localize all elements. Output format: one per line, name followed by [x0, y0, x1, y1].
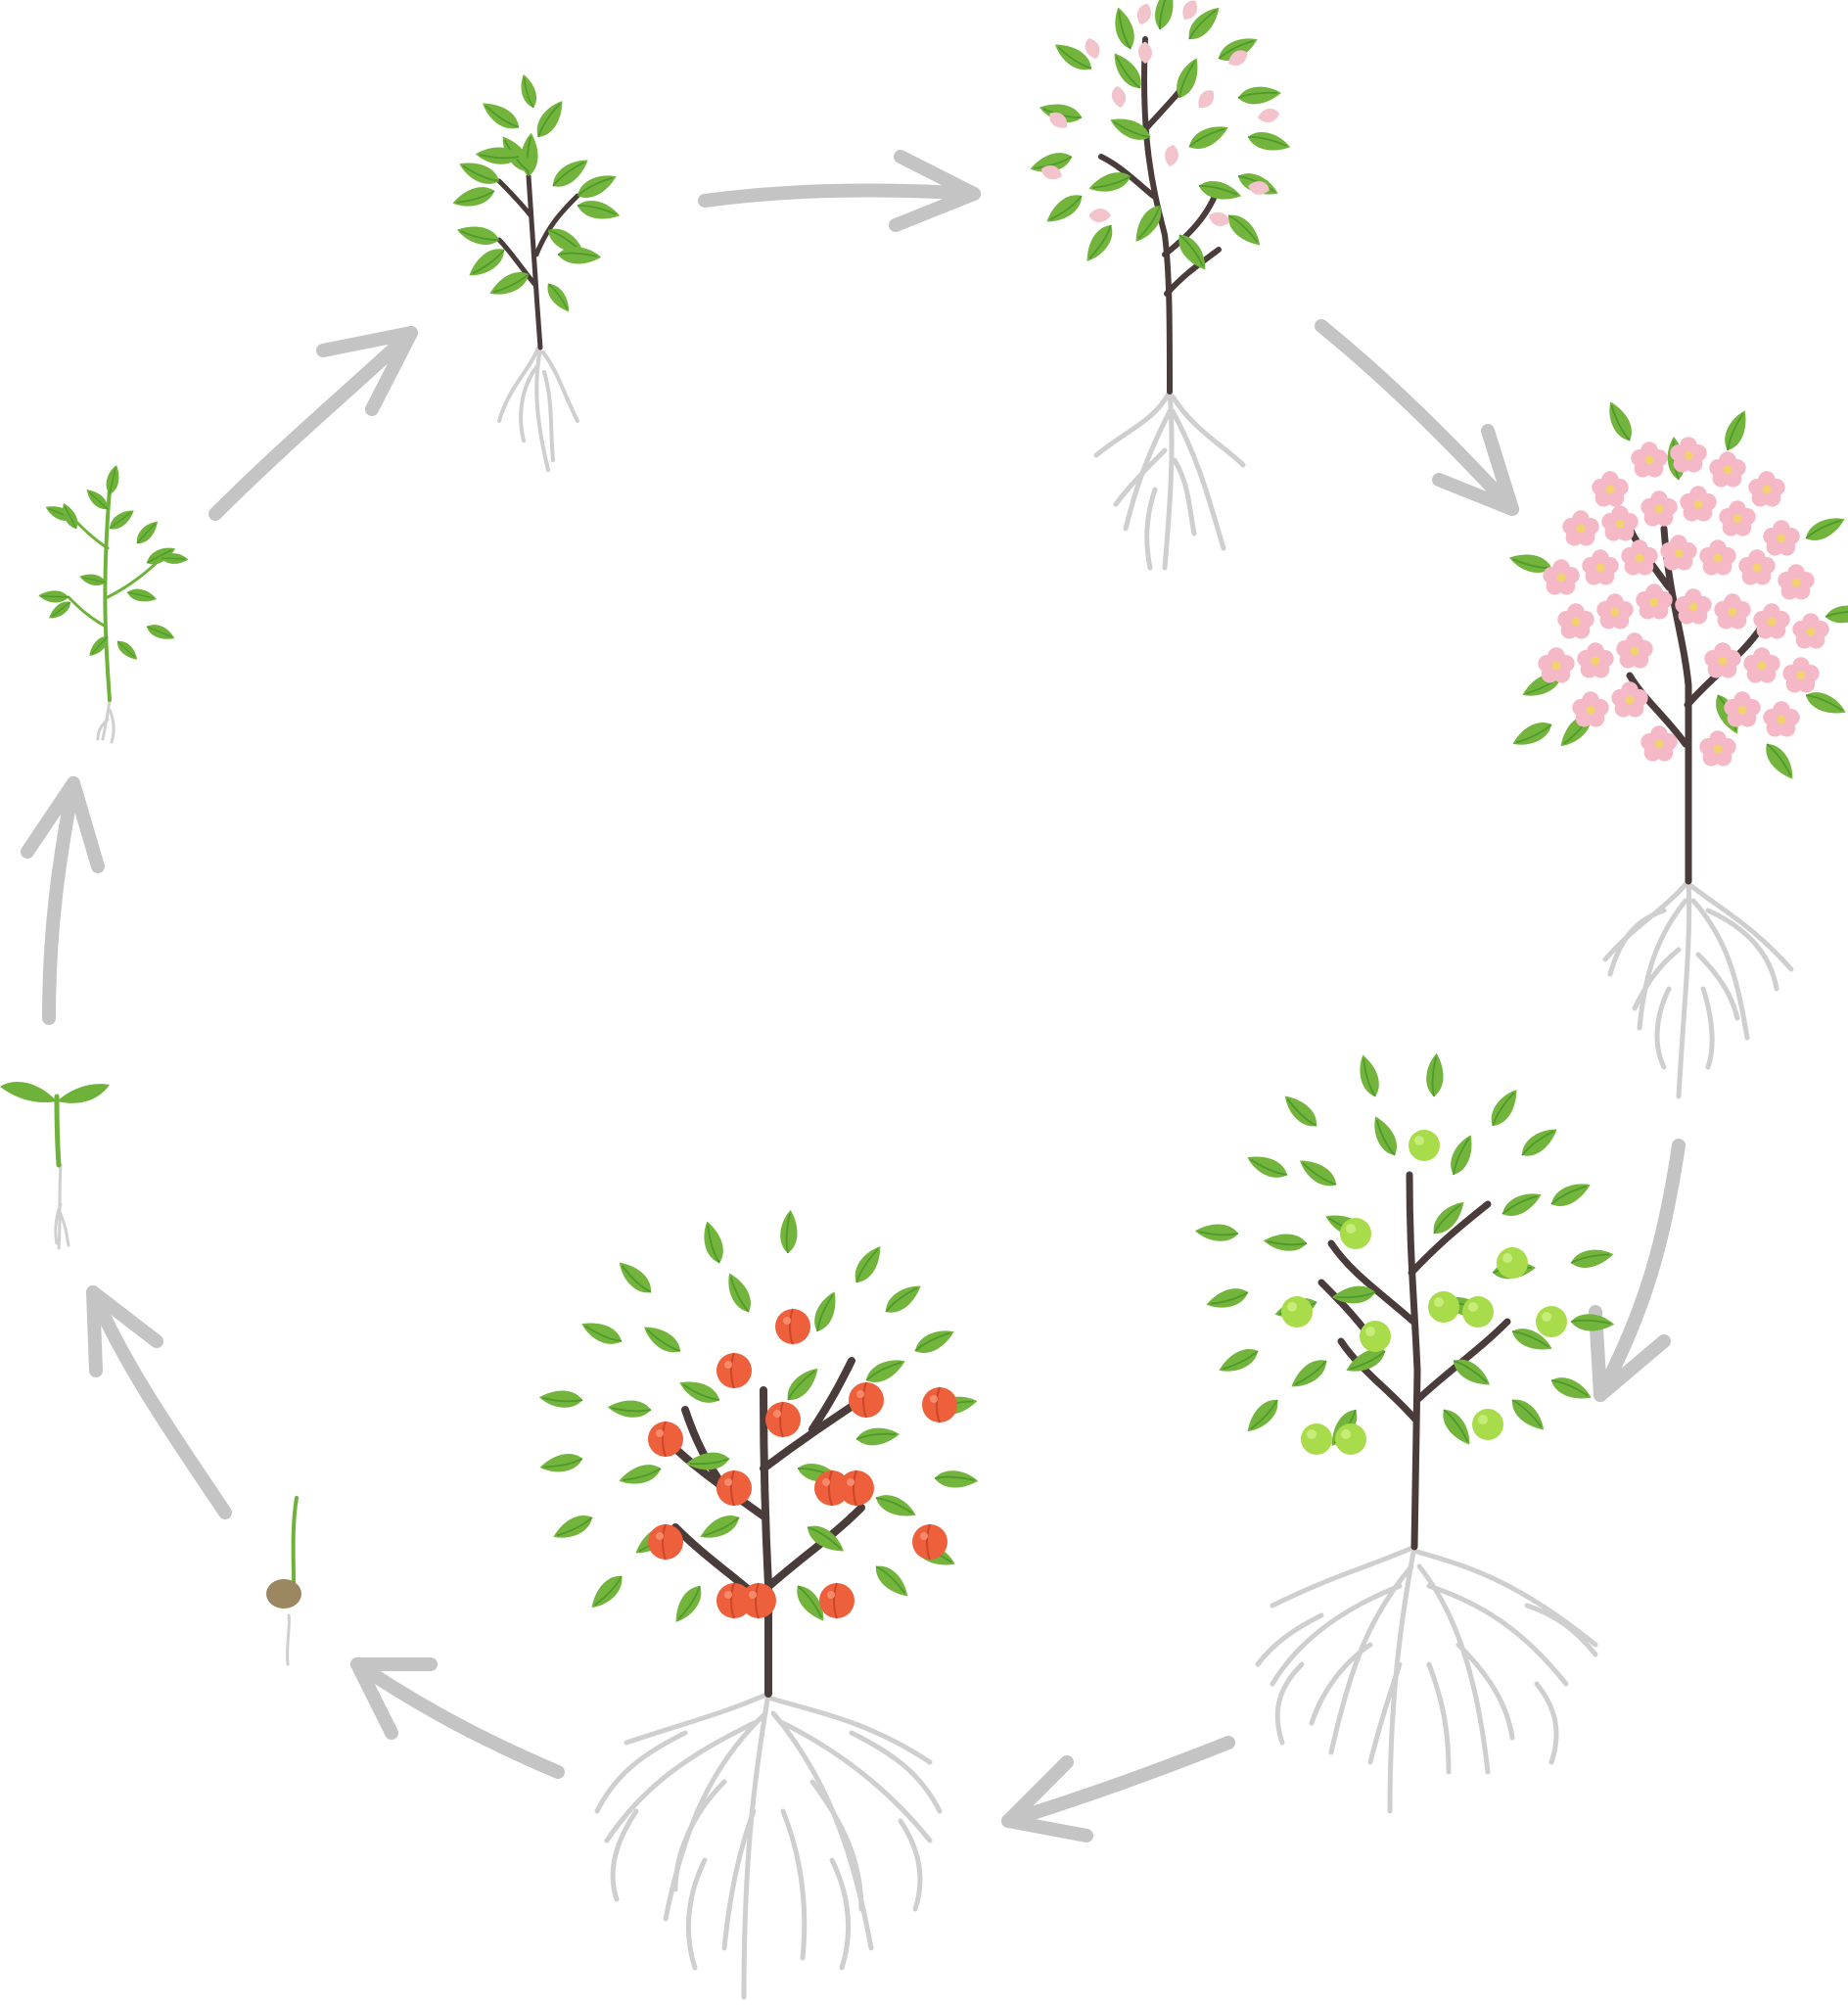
arrow-budding-to-flowering-tree: [1315, 319, 1519, 516]
young-plant: [449, 71, 624, 472]
seedling: [36, 462, 190, 744]
arrow-ripe-fruit-tree-to-seed: [350, 1657, 565, 1779]
green-fruit-tree: [1192, 1050, 1617, 1814]
cycle-arrows: [21, 150, 1686, 1842]
arrow-sprout-to-seedling: [21, 776, 105, 1025]
germinating-seed: [266, 1496, 301, 1666]
arrow-seed-to-sprout: [86, 1285, 232, 1519]
seed-icon: [266, 1579, 301, 1609]
budding-tree: [1027, 0, 1294, 571]
arrow-seedling-to-young-plant: [208, 326, 418, 521]
ripe-fruit-tree: [536, 1207, 981, 2000]
arrow-green-fruit-to-ripe-fruit-tree: [1001, 1736, 1235, 1842]
arrow-young-plant-to-budding-tree: [698, 150, 981, 232]
flowering-tree: [1505, 396, 1848, 1099]
arrow-flowering-to-green-fruit-tree: [1589, 1139, 1686, 1402]
sprout: [0, 1082, 110, 1250]
